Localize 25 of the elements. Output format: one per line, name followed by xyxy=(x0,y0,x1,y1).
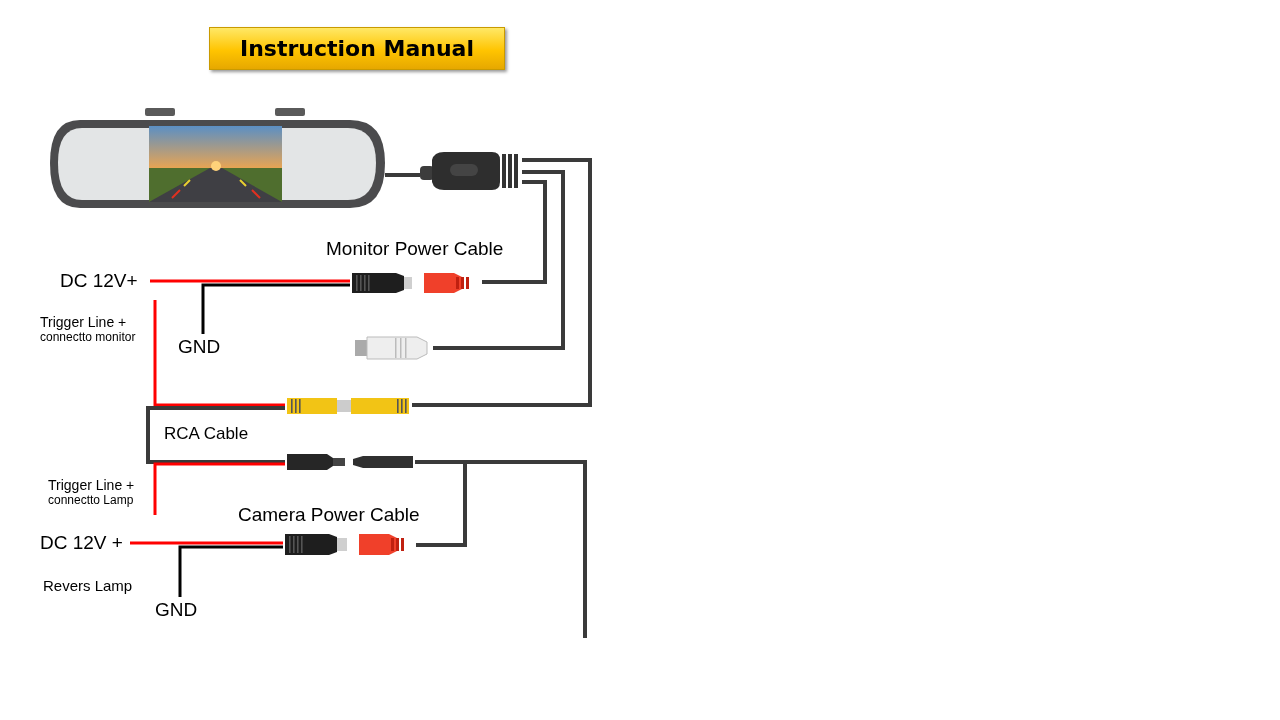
cable xyxy=(412,158,592,407)
wire-label: DC 12V + xyxy=(40,532,124,554)
title-banner: Instruction Manual xyxy=(209,27,505,70)
cable-name: Camera Power Cable xyxy=(238,504,420,526)
wire-label: GND xyxy=(178,336,222,358)
wire-label: GND xyxy=(155,599,199,621)
wire-label: DC 12V+ xyxy=(60,270,139,292)
cable xyxy=(150,279,350,283)
cable xyxy=(482,180,547,284)
cable xyxy=(153,300,285,407)
wire-label: Trigger Line + xyxy=(48,476,136,493)
cable xyxy=(130,541,283,545)
cable xyxy=(178,545,283,597)
cable xyxy=(433,170,565,350)
cable xyxy=(201,283,350,334)
wire-note: connectto Lamp xyxy=(48,492,135,507)
cable xyxy=(146,406,285,464)
cable xyxy=(385,173,420,177)
wire-note: connectto monitor xyxy=(40,330,137,344)
cable xyxy=(415,460,587,638)
cable-name: Monitor Power Cable xyxy=(326,238,504,260)
cable-name: RCA Cable xyxy=(164,424,249,444)
cable xyxy=(153,462,285,515)
wire-label: Trigger Line + xyxy=(40,314,128,330)
wire-label: Revers Lamp xyxy=(43,577,133,594)
